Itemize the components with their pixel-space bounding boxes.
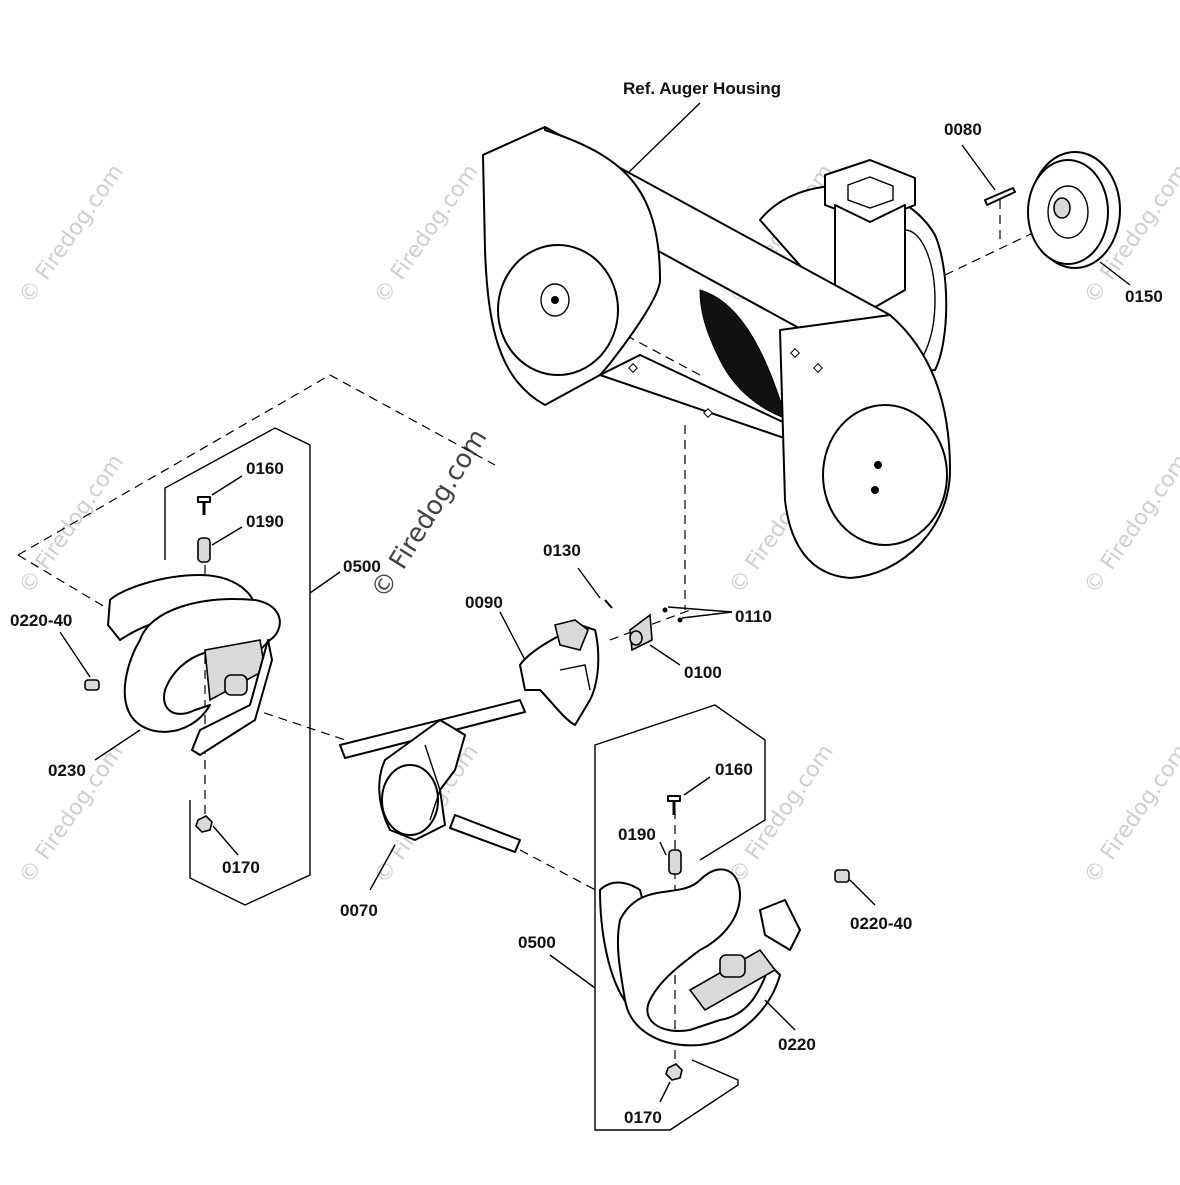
- small-parts: [577, 567, 733, 666]
- label-0110: 0110: [735, 607, 772, 626]
- label-0080: 0080: [944, 120, 982, 139]
- pulley-0150: [1027, 151, 1131, 286]
- label-0070: 0070: [340, 901, 378, 920]
- label-0220-40-left: 0220-40: [10, 611, 72, 630]
- label-auger-housing: Ref. Auger Housing: [623, 79, 781, 98]
- label-0190-left: 0190: [246, 512, 284, 531]
- watermark-center: © Firedog.com: [365, 424, 493, 604]
- watermark: © Firedog.com: [1079, 450, 1180, 598]
- label-0190-right: 0190: [618, 825, 656, 844]
- bearing-housing-0090: [499, 611, 600, 726]
- key-0080: [961, 144, 1016, 206]
- label-0230: 0230: [48, 761, 86, 780]
- auger-housing: [482, 102, 951, 579]
- watermark: © Firedog.com: [369, 160, 483, 308]
- label-0500-right: 0500: [518, 933, 556, 952]
- gearbox-0070: [339, 699, 526, 891]
- label-0220-40-right: 0220-40: [850, 914, 912, 933]
- watermark: © Firedog.com: [14, 160, 128, 308]
- left-auger-assembly: [59, 427, 341, 906]
- label-0500-left: 0500: [343, 557, 381, 576]
- label-0090: 0090: [465, 593, 503, 612]
- watermark: © Firedog.com: [1079, 740, 1180, 888]
- label-0160-left: 0160: [246, 459, 284, 478]
- label-0160-right: 0160: [715, 760, 753, 779]
- label-0150: 0150: [1125, 287, 1163, 306]
- label-0170-right: 0170: [624, 1108, 662, 1127]
- label-0100: 0100: [684, 663, 722, 682]
- label-0170-left: 0170: [222, 858, 260, 877]
- right-auger-assembly: [549, 704, 876, 1131]
- callout-labels: Ref. Auger Housing 0080 0150 0160 0190 0…: [10, 79, 1163, 1127]
- label-0130: 0130: [543, 541, 581, 560]
- label-0220: 0220: [778, 1035, 816, 1054]
